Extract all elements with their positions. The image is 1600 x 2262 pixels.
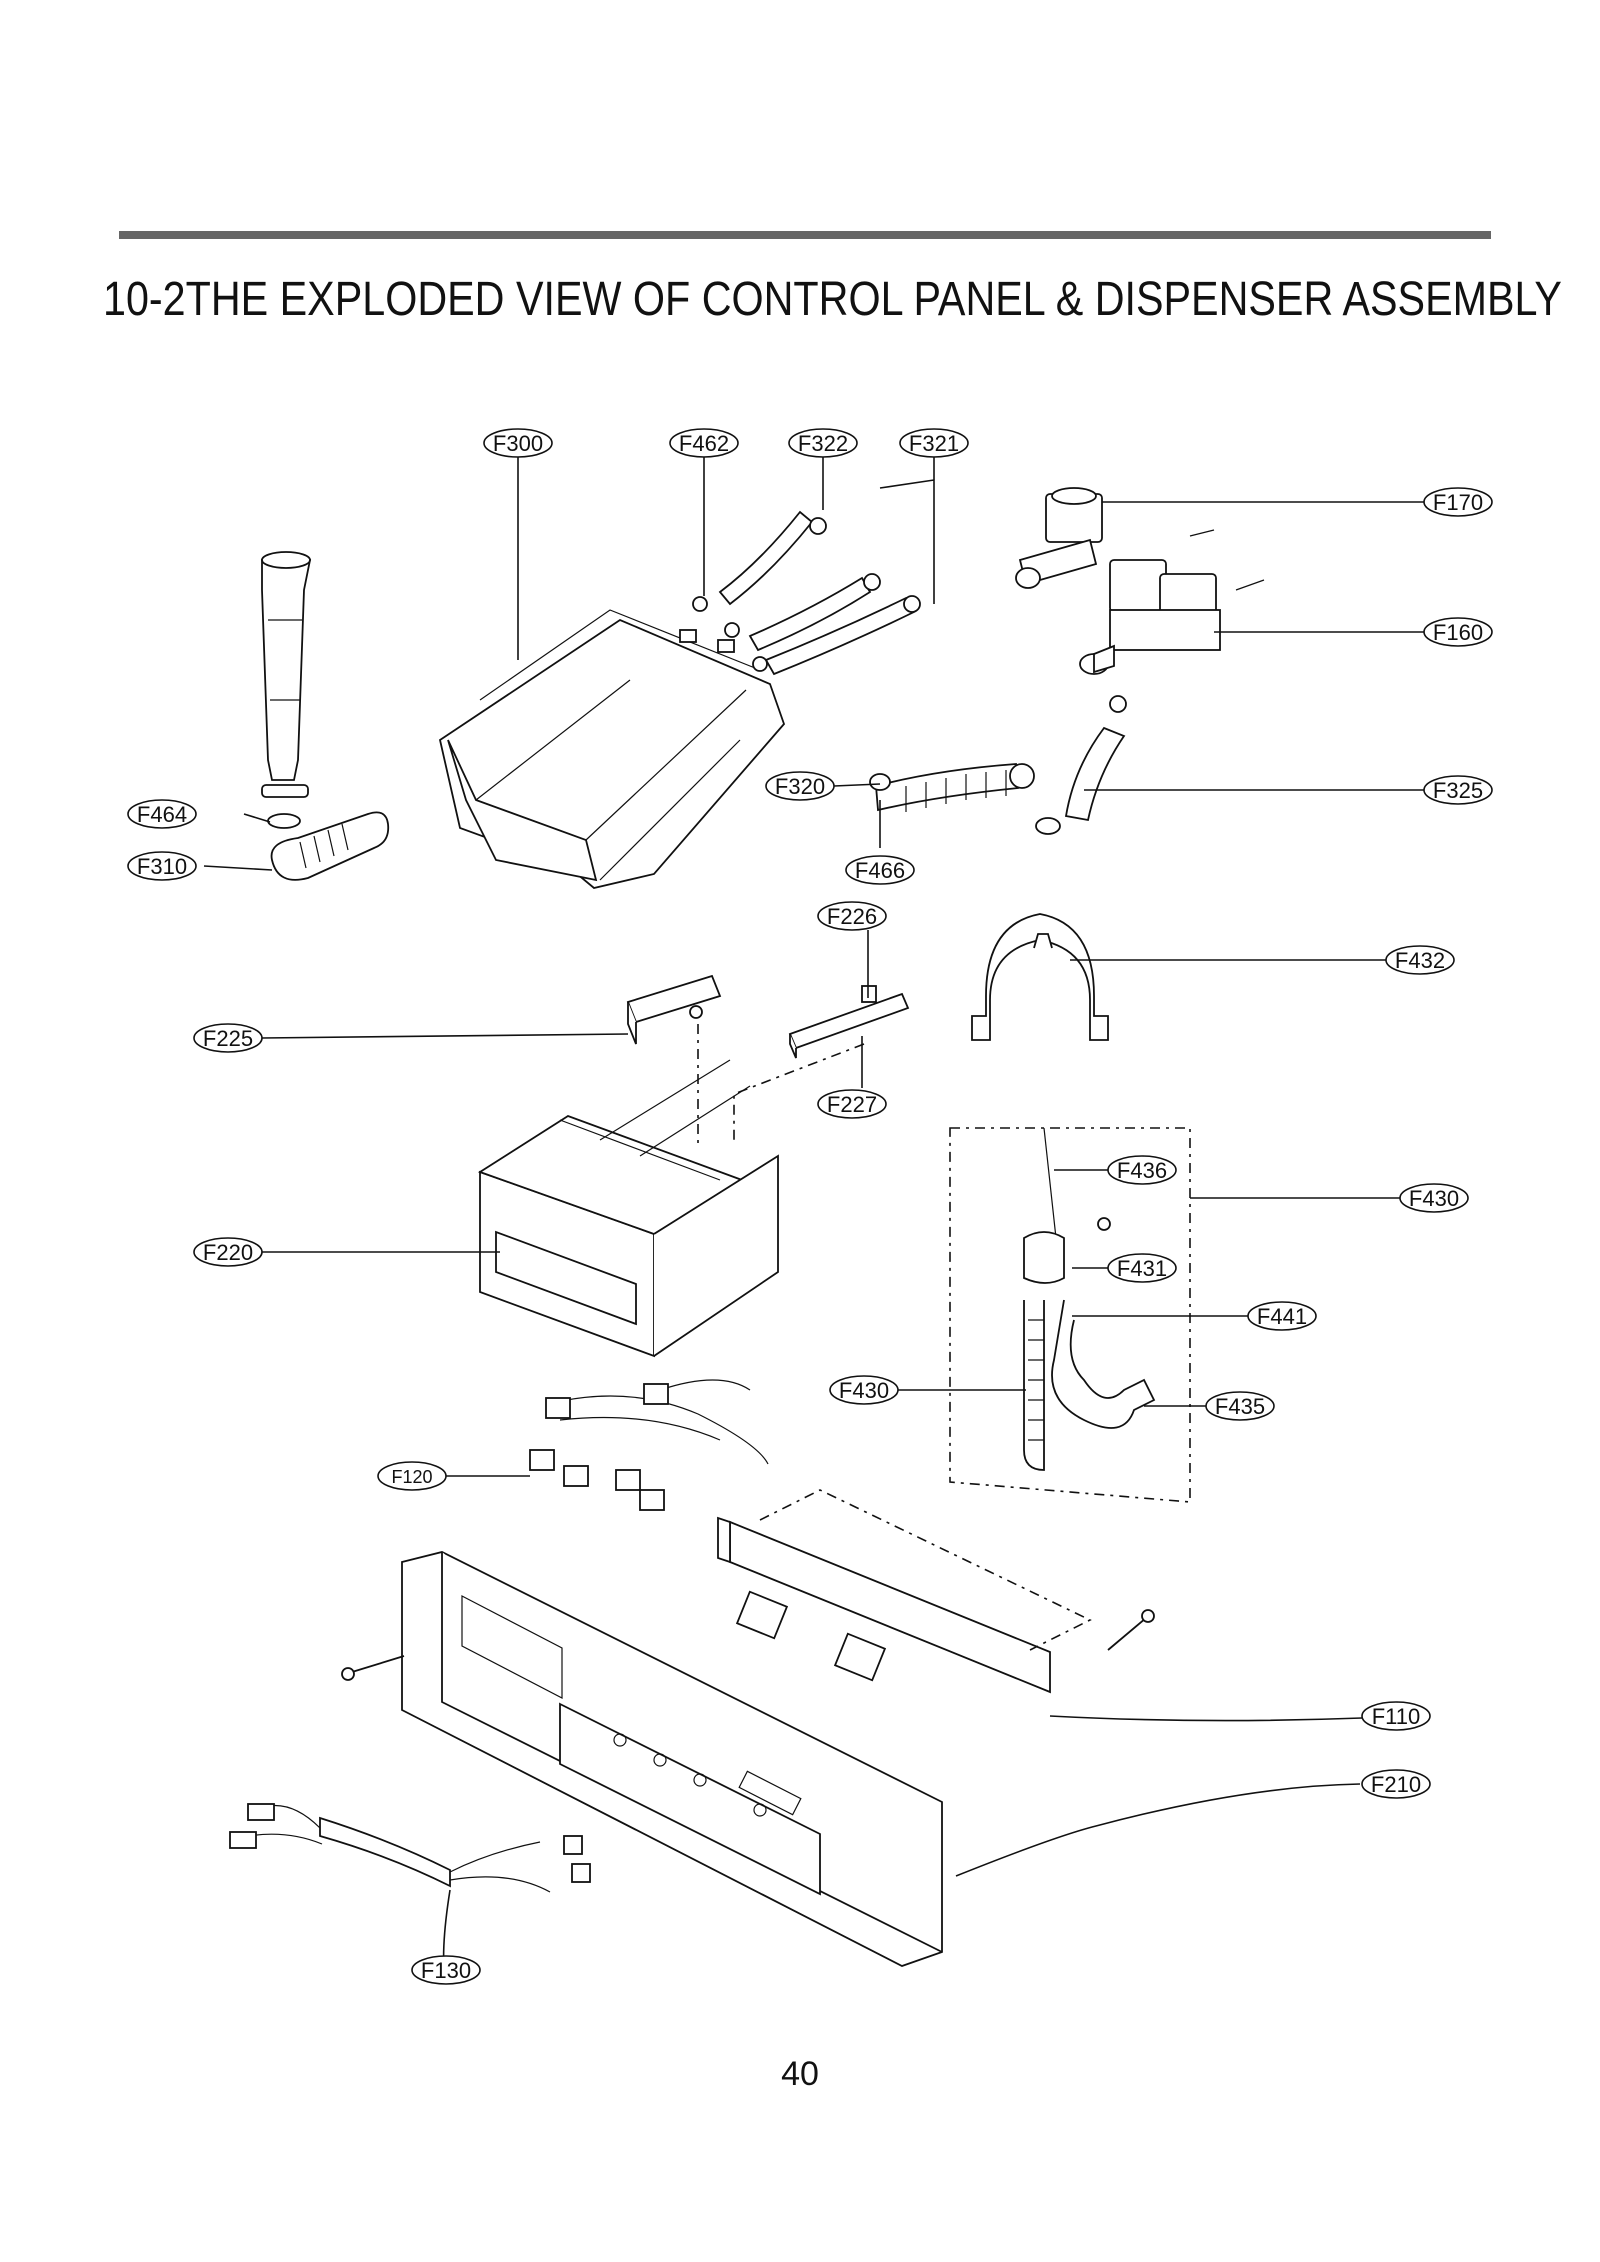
svg-text:F310: F310 [137,854,187,879]
svg-text:F466: F466 [855,858,905,883]
callout-f227: F227 [817,1089,887,1119]
svg-text:F220: F220 [203,1240,253,1265]
svg-text:F436: F436 [1117,1158,1167,1183]
svg-text:F435: F435 [1215,1394,1265,1419]
dispenser-bellows-part [869,763,1035,812]
callout-f432: F432 [1385,945,1455,975]
svg-text:F430: F430 [1409,1186,1459,1211]
water-valves-part [1015,487,1265,675]
page-number: 40 [781,2055,819,2093]
callout-f464: F464 [127,799,197,829]
svg-text:F300: F300 [493,431,543,456]
svg-text:F321: F321 [909,431,959,456]
callout-f325: F325 [1423,775,1493,805]
hose-clamp-bracket-part [971,913,1109,1041]
svg-text:F160: F160 [1433,620,1483,645]
svg-text:F226: F226 [827,904,877,929]
svg-text:F462: F462 [679,431,729,456]
svg-text:F130: F130 [421,1958,471,1983]
callout-f120: F120 [377,1461,447,1491]
callout-f160: F160 [1423,617,1493,647]
drain-assembly-boundary [949,1127,1191,1503]
callout-f321: F321 [899,428,969,458]
callout-f170: F170 [1423,487,1493,517]
softener-lid-part [788,985,910,1059]
drain-tube-part [261,551,390,881]
svg-text:F110: F110 [1372,1704,1421,1729]
svg-text:F322: F322 [798,431,848,456]
screws-part [341,1609,1155,1681]
siphon-cap-part [626,974,722,1045]
callout-f210: F210 [1361,1769,1431,1799]
callout-f441: F441 [1247,1301,1317,1331]
leader-lines [203,456,1424,1971]
inlet-hoses-part [692,510,921,676]
callout-f300: F300 [483,428,553,458]
callout-f430-box: F430 [1399,1183,1469,1213]
wire-harness-f130-part [229,1803,591,1893]
callout-f110: F110 [1361,1701,1431,1731]
detergent-drawer-part [477,1059,779,1358]
svg-text:F227: F227 [827,1092,877,1117]
dispenser-housing-part [438,609,786,889]
callout-f310: F310 [127,851,197,881]
callout-f225: F225 [193,1023,263,1053]
svg-text:F120: F120 [391,1467,432,1487]
svg-text:F320: F320 [775,774,825,799]
callout-f431: F431 [1107,1253,1177,1283]
callout-f220: F220 [193,1237,263,1267]
svg-text:F210: F210 [1371,1772,1421,1797]
svg-text:F430: F430 [839,1378,889,1403]
svg-text:F225: F225 [203,1026,253,1051]
title-rule [119,231,1491,239]
assembly-guide-line [697,1024,865,1144]
callout-f226: F226 [817,901,887,931]
callout-f435: F435 [1205,1391,1275,1421]
svg-text:F432: F432 [1395,948,1445,973]
callout-f436: F436 [1107,1155,1177,1185]
svg-text:F170: F170 [1433,490,1483,515]
wire-harness-f120-part [529,1379,769,1511]
callout-f320: F320 [765,771,835,801]
valve-hose-part [1035,695,1127,835]
svg-text:F325: F325 [1433,778,1483,803]
control-pcb-part [717,1489,1092,1694]
svg-text:F441: F441 [1257,1304,1307,1329]
page-title: 10-2THE EXPLODED VIEW OF CONTROL PANEL &… [103,273,1562,326]
callout-f462: F462 [669,428,739,458]
svg-text:F464: F464 [137,802,187,827]
callout-f466: F466 [845,855,915,885]
svg-text:F431: F431 [1117,1256,1167,1281]
callout-f322: F322 [788,428,858,458]
callout-f430-hose: F430 [829,1375,899,1405]
drain-hose-assembly-part [1023,1127,1156,1471]
callout-f130: F130 [411,1955,481,1985]
control-panel-part [401,1551,943,1967]
